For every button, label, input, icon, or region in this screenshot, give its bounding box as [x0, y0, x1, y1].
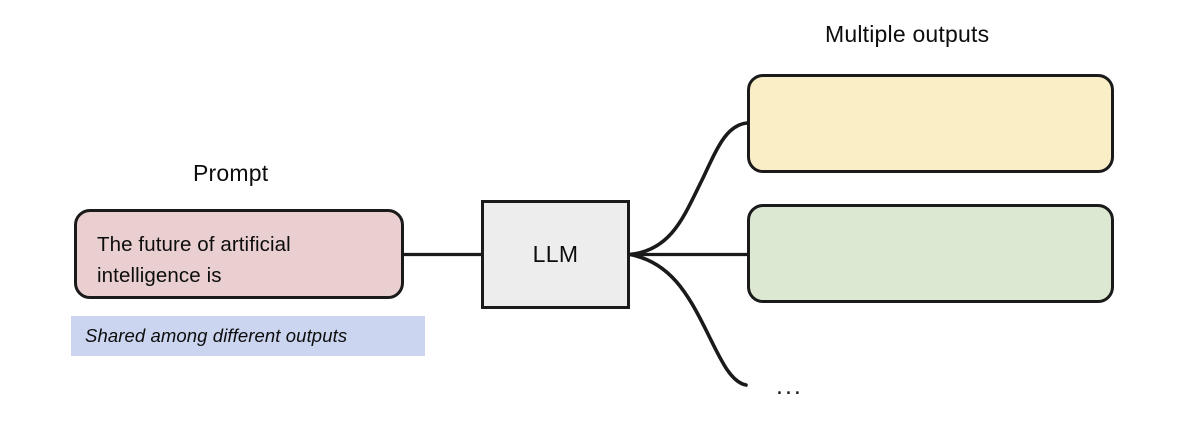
prompt-box[interactable]: The future of artificial intelligence is: [74, 209, 404, 299]
shared-annotation-text: Shared among different outputs: [85, 325, 348, 346]
prompt-caption: Prompt: [193, 160, 269, 186]
edge-llm-to-more-outputs: [628, 252, 748, 387]
output-box-2[interactable]: [747, 204, 1114, 303]
outputs-caption: Multiple outputs: [825, 21, 990, 47]
prompt-text: The future of artificial intelligence is: [97, 233, 291, 287]
llm-box[interactable]: LLM: [481, 200, 630, 309]
llm-label: LLM: [532, 241, 579, 267]
edge-llm-to-output-1: [628, 121, 749, 257]
output-box-1[interactable]: [747, 74, 1114, 173]
shared-annotation-banner: Shared among different outputs: [71, 316, 425, 356]
more-outputs-ellipsis: ...: [776, 372, 803, 400]
